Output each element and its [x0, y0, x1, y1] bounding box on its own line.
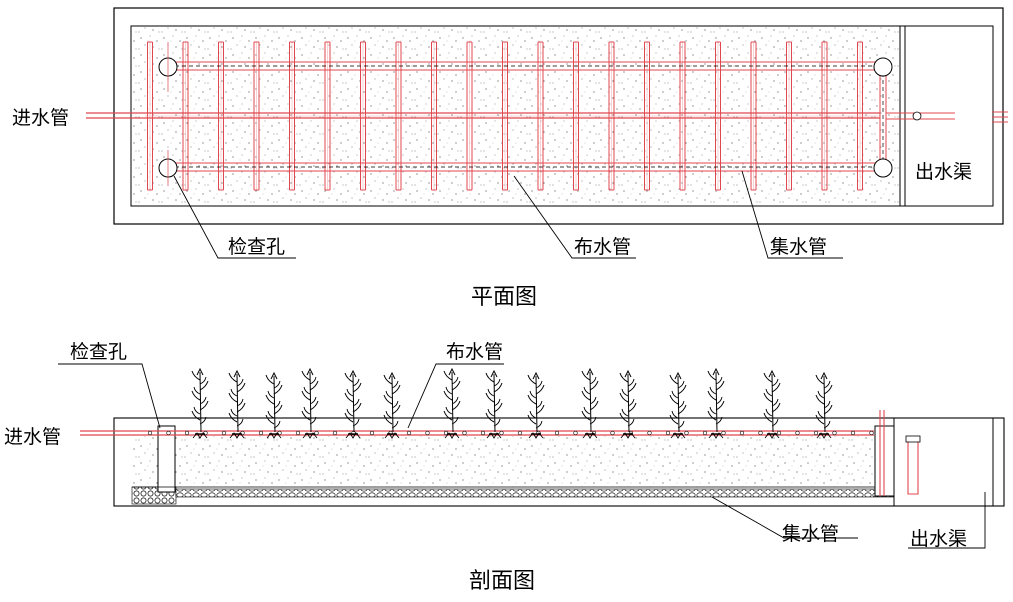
nozzle [573, 430, 578, 436]
plant [485, 369, 503, 439]
nozzle [480, 430, 486, 436]
plan-inspection-label: 检查孔 [228, 236, 285, 258]
nozzle [462, 430, 467, 436]
inspection-hole [873, 158, 893, 178]
nozzle [832, 430, 837, 436]
nozzle [295, 430, 301, 436]
nozzle [184, 430, 190, 436]
section-drain-layer [175, 488, 895, 498]
nozzle [684, 430, 689, 436]
nozzle [425, 430, 430, 436]
section-inspection-shaft [157, 425, 176, 493]
nozzle [147, 430, 153, 436]
plant [228, 369, 246, 439]
plant [383, 371, 401, 439]
nozzle [647, 430, 652, 436]
section-inlet-label: 进水管 [4, 426, 61, 448]
nozzle [332, 430, 338, 436]
section-leaders [58, 363, 986, 549]
inspection-holes [158, 42, 893, 186]
plan-leaders [173, 170, 843, 259]
distribution-header [86, 112, 880, 119]
section-title: 剖面图 [469, 569, 535, 594]
plant [443, 367, 461, 439]
nozzle [443, 430, 449, 436]
nozzle [721, 430, 726, 436]
nozzle [795, 430, 800, 436]
plan-inlet-label: 进水管 [12, 107, 69, 129]
collection-pipe-bottom [168, 162, 882, 172]
nozzle [850, 430, 856, 436]
wetland-plants [191, 367, 833, 439]
section-collection-label: 集水管 [782, 523, 839, 545]
plan-title: 平面图 [471, 285, 537, 310]
section-media [132, 436, 894, 487]
section-outlet-riser [879, 410, 919, 496]
plant [581, 367, 599, 439]
nozzle [554, 430, 560, 436]
nozzle [221, 430, 227, 436]
nozzle [166, 430, 171, 436]
nozzle [406, 430, 412, 436]
plan-outlet-label: 出水渠 [915, 161, 972, 183]
collection-pipe-top [168, 61, 882, 71]
nozzle [813, 430, 819, 436]
plant [815, 371, 833, 439]
collection-riser [879, 66, 1008, 167]
nozzle [758, 430, 763, 436]
distribution-nozzles [147, 430, 874, 436]
plan-view: 进水管 检查孔 布水管 集水管 出水渠 平面图 [12, 7, 1008, 310]
nozzle [702, 430, 708, 436]
inspection-hole [873, 57, 893, 77]
plant [619, 369, 637, 439]
section-distribution-label: 布水管 [446, 341, 503, 363]
plant [191, 367, 209, 439]
nozzle [369, 430, 375, 436]
nozzle [610, 430, 615, 436]
plant [763, 369, 781, 439]
plant [707, 367, 725, 439]
nozzle [517, 430, 523, 436]
nozzle [499, 430, 504, 436]
plan-outer-wall [113, 7, 1004, 225]
plant [265, 371, 283, 439]
nozzle [665, 430, 671, 436]
nozzle [739, 430, 745, 436]
section-inspection-label: 检查孔 [70, 341, 127, 363]
nozzle [258, 430, 264, 436]
plan-distribution-label: 布水管 [574, 236, 631, 258]
nozzle [869, 430, 874, 436]
nozzle [776, 430, 782, 436]
plant [301, 367, 319, 439]
section-view: 检查孔 布水管 进水管 集水管 出水渠 剖面图 [4, 341, 1005, 594]
section-outlet-label: 出水渠 [910, 528, 967, 550]
section-outer-wall [113, 417, 1005, 507]
plant [669, 371, 687, 439]
plant [527, 371, 545, 439]
plan-collection-label: 集水管 [770, 236, 827, 258]
plant [344, 369, 362, 439]
nozzle [314, 430, 319, 436]
